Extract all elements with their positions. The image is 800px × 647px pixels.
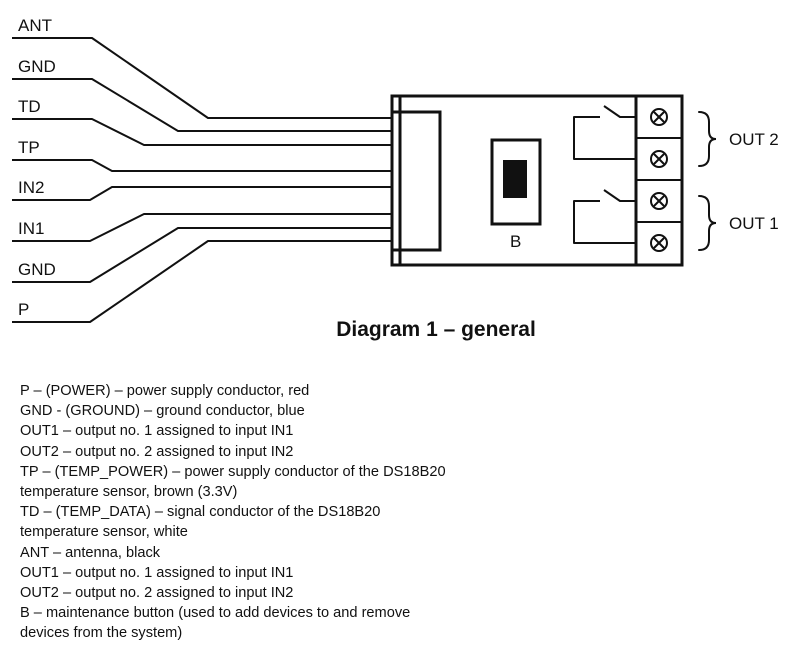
- legend-line: devices from the system): [20, 625, 183, 642]
- maintenance-button: [503, 160, 527, 198]
- wire-label-gnd-2: GND: [18, 260, 56, 279]
- legend-line: TD – (TEMP_DATA) – signal conductor of t…: [20, 504, 381, 521]
- output-label-out2: OUT 2: [729, 130, 779, 149]
- legend-line: OUT2 – output no. 2 assigned to input IN…: [20, 443, 294, 460]
- button-label: B: [510, 232, 521, 251]
- caption-text: Diagram 1 – general: [336, 318, 536, 341]
- wire-gnd-2: [12, 227, 395, 283]
- wire-label-in1: IN1: [18, 219, 44, 238]
- legend-line: ANT – antenna, black: [20, 544, 161, 561]
- relay-switch-out2: [603, 105, 636, 118]
- wire-ant: [12, 37, 395, 119]
- legend-line: OUT1 – output no. 1 assigned to input IN…: [20, 564, 294, 581]
- legend-line: TP – (TEMP_POWER) – power supply conduct…: [20, 463, 446, 480]
- wire-label-tp: TP: [18, 138, 40, 157]
- legend-list: P – (POWER) – power supply conductor, re…: [20, 381, 780, 644]
- maintenance-button-frame: [490, 138, 542, 226]
- wiring-diagram: ANT GND TD TP IN2 IN1 GND P: [12, 16, 779, 323]
- wire-label-ant: ANT: [18, 16, 52, 35]
- relay-switch-out1: [603, 189, 636, 202]
- wire-label-p: P: [18, 300, 29, 319]
- legend-line: OUT1 – output no. 1 assigned to input IN…: [20, 423, 294, 440]
- wire-p: [12, 240, 395, 323]
- brace-out1: [698, 195, 717, 251]
- legend-line: B – maintenance button (used to add devi…: [20, 605, 411, 622]
- wire-gnd-1: [12, 78, 395, 132]
- wire-in1: [12, 213, 395, 242]
- relay-contact-out1: [573, 200, 636, 244]
- brace-out2: [698, 111, 717, 167]
- legend-line: temperature sensor, white: [20, 524, 188, 541]
- wire-label-in2: IN2: [18, 178, 44, 197]
- diagram-caption: Diagram 1 – general: [72, 318, 800, 342]
- legend-line: P – (POWER) – power supply conductor, re…: [20, 383, 310, 399]
- legend-line: OUT2 – output no. 2 assigned to input IN…: [20, 585, 294, 602]
- wire-label-gnd-1: GND: [18, 57, 56, 76]
- output-label-out1: OUT 1: [729, 214, 779, 233]
- legend-line: GND - (GROUND) – ground conductor, blue: [20, 403, 305, 420]
- screw-terminal-icon: [650, 108, 668, 126]
- screw-terminal-icon: [650, 192, 668, 210]
- screw-terminal-icon: [650, 234, 668, 252]
- wire-in2: [12, 186, 395, 201]
- wire-td: [12, 118, 395, 146]
- wire-label-td: TD: [18, 97, 41, 116]
- wire-tp: [12, 159, 395, 172]
- legend-line: temperature sensor, brown (3.3V): [20, 484, 238, 501]
- relay-contact-out2: [573, 116, 636, 160]
- screw-terminal-icon: [650, 150, 668, 168]
